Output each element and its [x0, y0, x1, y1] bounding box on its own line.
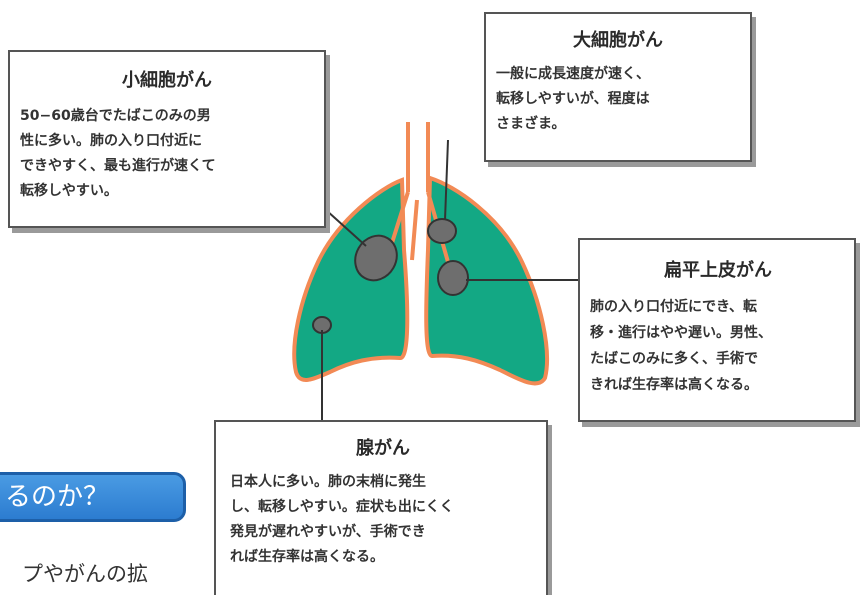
small-cell-line: 転移しやすい。 — [20, 183, 118, 199]
tumor-small-cell — [354, 234, 398, 282]
leader-small-cell — [325, 209, 367, 247]
squamous-line: 肺の入り口付近にでき、転 — [590, 299, 758, 315]
adeno-line: 日本人に多い。肺の末梢に発生 — [230, 474, 426, 490]
section-heading-banner: るのか？ — [0, 472, 186, 522]
large-cell-line: 一般に成長速度が速く、 — [496, 66, 650, 82]
large-cell-carcinoma-box: 大細胞がん 一般に成長速度が速く、 転移しやすいが、程度は さまざま。 — [484, 12, 752, 162]
trachea — [406, 122, 430, 192]
adeno-line: し、転移しやすい。症状も出にくく — [230, 499, 454, 515]
large-cell-line: 転移しやすいが、程度は — [496, 91, 650, 107]
small-cell-line: 50−60歳台でたばこのみの男 — [20, 108, 211, 124]
small-cell-title: 小細胞がん — [122, 70, 212, 91]
squamous-cell-carcinoma-box: 扁平上皮がん 肺の入り口付近にでき、転 移・進行はやや遅い。男性、 たばこのみに… — [578, 238, 856, 422]
adeno-line: れば生存率は高くなる。 — [230, 549, 384, 565]
squamous-line: きれば生存率は高くなる。 — [590, 377, 758, 393]
small-cell-line: 性に多い。肺の入り口付近に — [20, 133, 202, 149]
adenocarcinoma-box: 腺がん 日本人に多い。肺の末梢に発生 し、転移しやすい。症状も出にくく 発見が遅… — [214, 420, 548, 595]
adeno-title: 腺がん — [356, 438, 410, 459]
tumor-large-cell — [427, 218, 457, 244]
small-cell-line: できやすく、最も進行が速くて — [20, 158, 216, 174]
squamous-line: 移・進行はやや遅い。男性、 — [590, 325, 772, 341]
large-cell-title: 大細胞がん — [573, 30, 663, 51]
leader-large-cell — [444, 139, 449, 221]
body-text-fragment: プやがんの拡 — [22, 562, 148, 586]
adeno-line: 発見が遅れやすいが、手術でき — [230, 524, 426, 540]
tumor-squamous — [437, 260, 469, 296]
small-cell-carcinoma-box: 小細胞がん 50−60歳台でたばこのみの男 性に多い。肺の入り口付近に できやす… — [8, 50, 326, 228]
large-cell-line: さまざま。 — [496, 116, 566, 132]
squamous-line: たばこのみに多く、手術で — [590, 351, 758, 367]
squamous-title: 扁平上皮がん — [664, 260, 772, 281]
